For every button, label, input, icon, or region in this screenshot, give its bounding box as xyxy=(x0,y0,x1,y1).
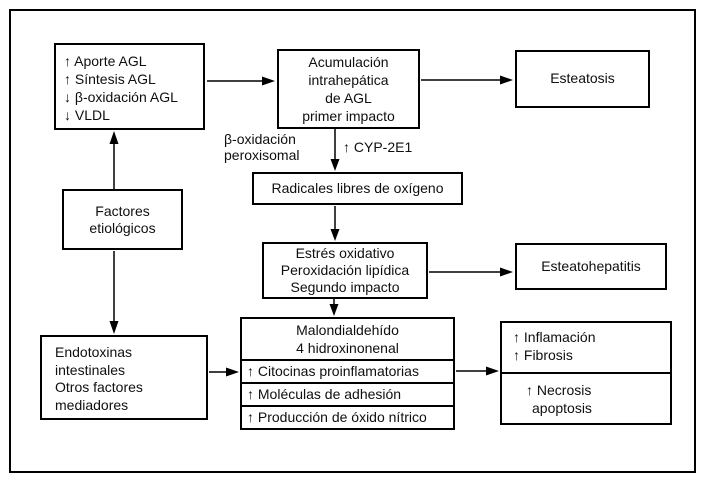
box-radicales-libres: Radicales libres de oxígeno xyxy=(252,172,463,205)
diagram-border xyxy=(9,9,696,473)
box-esteatohepatitis: Esteatohepatitis xyxy=(515,243,667,290)
box-consecuencias: ↑ Inflamación ↑ Fibrosis ↑ Necrosis apop… xyxy=(500,321,672,425)
box-label: Radicales libres de oxígeno xyxy=(271,179,444,196)
box-acumulacion-intrahepatica: Acumulación intrahepática de AGL primer … xyxy=(277,49,420,129)
box-line: intrahepática xyxy=(308,72,389,88)
box-line: ↑ Fibrosis xyxy=(513,346,573,363)
box-line: Acumulación xyxy=(308,54,389,70)
box-line: primer impacto xyxy=(302,108,395,124)
box-line: etiológicos xyxy=(89,219,156,236)
mediadores-row-moleculas: ↑ Moléculas de adhesión xyxy=(242,382,453,405)
box-label: Esteatohepatitis xyxy=(541,257,641,274)
box-label: Esteatosis xyxy=(550,70,615,87)
mediadores-header: Malondialdehído 4 hidroxinonenal xyxy=(242,319,453,359)
consecuencias-necrosis-apoptosis: ↑ Necrosis apoptosis xyxy=(502,372,670,423)
consecuencias-inflamacion-fibrosis: ↑ Inflamación ↑ Fibrosis xyxy=(502,323,670,372)
label-cyp2e1: ↑ CYP-2E1 xyxy=(343,139,413,155)
box-line: ↓ β-oxidación AGL xyxy=(64,89,178,105)
mediadores-row-citocinas: ↑ Citocinas proinflamatorias xyxy=(242,359,453,382)
box-line: ↑ Necrosis xyxy=(526,382,592,398)
box-line: ↓ VLDL xyxy=(64,107,110,123)
box-line: 4 hidroxinonenal xyxy=(296,340,399,356)
box-line: Malondialdehído xyxy=(296,322,399,338)
box-line: mediadores xyxy=(55,396,129,413)
label-line: peroxisomal xyxy=(224,147,300,163)
box-line: Endotoxinas xyxy=(55,344,133,360)
box-line: ↑ Inflamación xyxy=(513,329,596,345)
box-line: Estrés oxidativo xyxy=(295,245,395,261)
box-malondialdehido-mediadores: Malondialdehído 4 hidroxinonenal ↑ Citoc… xyxy=(240,317,455,430)
box-factores-etiologicos: Factores etiológicos xyxy=(62,189,183,250)
box-line: Peroxidación lipídica xyxy=(280,262,410,278)
box-line: de AGL xyxy=(325,90,372,106)
box-line: apoptosis xyxy=(532,400,592,416)
box-line: Factores xyxy=(95,202,150,219)
box-line: Segundo impacto xyxy=(290,279,400,295)
box-esteatosis: Esteatosis xyxy=(515,50,650,108)
box-line: ↑ Síntesis AGL xyxy=(64,71,156,87)
box-endotoxinas-intestinales: Endotoxinas intestinales Otros factores … xyxy=(40,335,208,420)
box-agl-alterations: ↑ Aporte AGL ↑ Síntesis AGL ↓ β-oxidació… xyxy=(54,43,205,130)
mediadores-row-oxido-nitrico: ↑ Producción de óxido nítrico xyxy=(242,405,453,428)
label-line: β-oxidación xyxy=(224,131,296,147)
box-line: intestinales xyxy=(55,361,126,378)
box-line: Otros factores xyxy=(55,379,143,395)
box-estres-oxidativo: Estrés oxidativo Peroxidación lipídica S… xyxy=(262,242,428,299)
label-beta-oxidacion-peroxisomal: β-oxidación peroxisomal xyxy=(224,131,299,163)
box-line: ↑ Aporte AGL xyxy=(64,53,147,69)
